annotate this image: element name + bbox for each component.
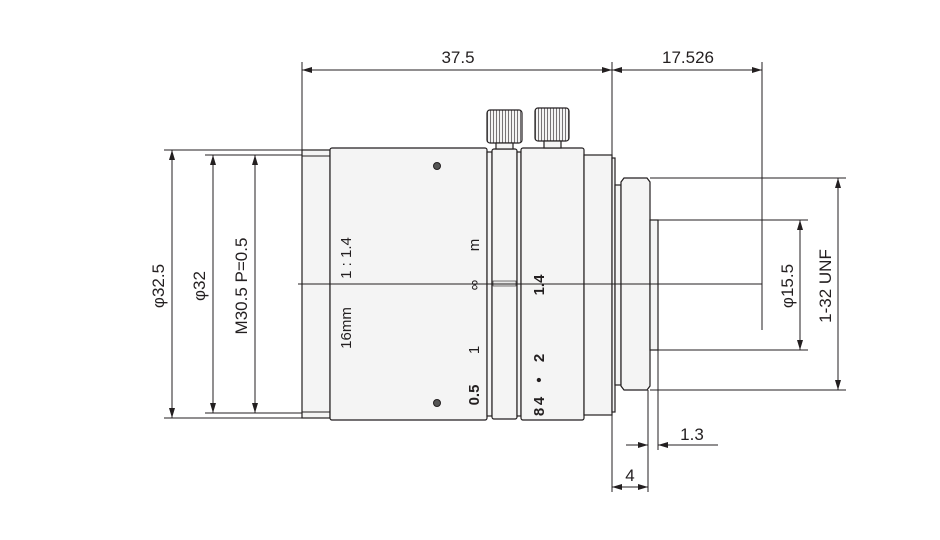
focus-lock-screw-icon [486,109,523,144]
dim-filter-thread: M30.5 P=0.5 [232,238,251,335]
lens-body [301,107,659,421]
fstop-dot: • [531,377,548,382]
dim-rear-protrusion: 1.3 [680,425,704,444]
dim-outer-diameter: φ32.5 [149,264,168,308]
focus-1m: 1 [466,346,483,354]
set-screw-icon [433,162,441,170]
rear-step [583,154,613,416]
rear-element [649,219,659,351]
dim-barrel-diameter: φ32 [190,271,209,301]
dimension-lines [169,67,841,490]
extension-lines [164,62,846,492]
lens-markings: 1 : 1.4 16mm m ∞ 1 0.5 1.4 2 • 4 8 [338,237,548,416]
dim-mount-thread: 1-32 UNF [816,249,835,323]
focus-unit: m [466,239,483,252]
focus-05m: 0.5 [466,385,483,406]
dim-overall-length: 37.5 [441,48,474,67]
dim-mount-length: 4 [625,466,634,485]
dim-flange-back: 17.526 [662,48,714,67]
iris-lock-screw-icon [534,107,570,142]
fstop-1-4: 1.4 [531,274,548,296]
focal-length-marking: 16mm [338,307,355,349]
set-screw-icon [433,399,441,407]
fstop-8: 8 [531,408,548,416]
fstop-4: 4 [531,396,548,405]
focus-infinity: ∞ [466,279,483,290]
fstop-2: 2 [531,354,548,362]
aperture-marking: 1 : 1.4 [338,237,355,279]
dim-rear-diameter: φ15.5 [778,264,797,308]
